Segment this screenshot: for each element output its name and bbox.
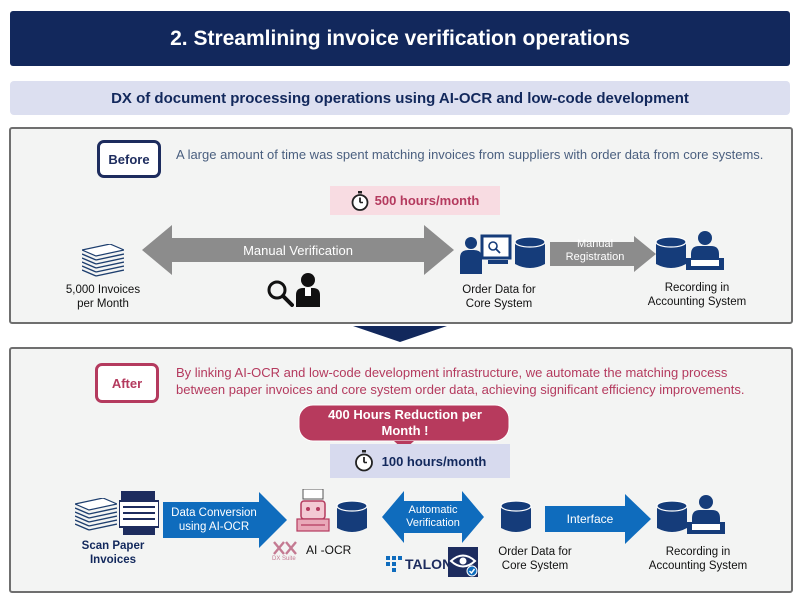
after-description: By linking AI-OCR and low-code developme… xyxy=(176,365,745,397)
database-icon xyxy=(500,500,532,534)
manual-registration-label: Manual Registration xyxy=(552,238,638,264)
before-order-data-line1: Order Data for xyxy=(462,284,536,296)
invoices-label-line1: 5,000 Invoices xyxy=(65,284,141,296)
dx-suite-text: DX Suite xyxy=(272,556,296,562)
after-time-pill: 100 hours/month xyxy=(330,444,510,478)
reduction-text: 400 Hours Reduction per Month ! xyxy=(300,407,510,439)
laptop-person-icon xyxy=(687,494,725,534)
ocr-robot-icon xyxy=(293,489,333,533)
talon-logo-mark xyxy=(386,556,404,574)
automatic-line2: Verification xyxy=(406,517,460,529)
interface-label: Interface xyxy=(566,512,614,526)
before-time-text: 500 hours/month xyxy=(374,193,480,208)
manual-registration-line2: Registration xyxy=(565,251,625,263)
page-subtitle: DX of document processing operations usi… xyxy=(10,81,790,115)
stopwatch-icon xyxy=(351,190,369,211)
ai-ocr-text: AI -OCR xyxy=(306,543,352,557)
before-order-data-label: Order Data for Core System xyxy=(444,283,554,311)
scan-label-line2: Invoices xyxy=(89,554,137,566)
paper-stack-icon xyxy=(82,244,124,278)
person-icon xyxy=(295,271,321,307)
interface-arrow xyxy=(545,494,651,544)
automatic-line1: Automatic xyxy=(408,504,458,516)
data-conversion-line2: using AI-OCR xyxy=(178,521,250,533)
after-recording-line1: Recording in xyxy=(665,546,731,558)
before-time-pill: 500 hours/month xyxy=(330,186,500,215)
automatic-verification-label: Automatic Verification xyxy=(394,504,472,530)
manual-registration-line1: Manual xyxy=(576,238,614,250)
database-icon xyxy=(514,236,546,270)
before-recording-label: Recording in Accounting System xyxy=(636,281,758,309)
before-recording-line1: Recording in xyxy=(664,282,730,294)
after-order-data-line1: Order Data for xyxy=(498,546,572,558)
talon-text: TALON xyxy=(405,556,453,572)
computer-person-icon xyxy=(460,234,512,274)
after-recording-label: Recording in Accounting System xyxy=(636,545,760,573)
eye-check-icon xyxy=(448,547,478,577)
page-title: 2. Streamlining invoice verification ope… xyxy=(10,11,790,66)
stopwatch-icon xyxy=(354,450,374,472)
database-icon xyxy=(655,236,687,270)
laptop-person-icon xyxy=(686,230,724,270)
scan-label-line1: Scan Paper xyxy=(81,540,145,552)
data-conversion-line1: Data Conversion xyxy=(171,507,257,519)
manual-verification-arrow xyxy=(142,225,454,275)
after-time-text: 100 hours/month xyxy=(381,453,487,469)
dx-suite-logo xyxy=(272,540,300,556)
scanner-icon xyxy=(119,491,159,535)
after-order-data-label: Order Data for Core System xyxy=(480,545,590,573)
invoices-label: 5,000 Invoices per Month xyxy=(55,283,151,311)
before-description: A large amount of time was spent matchin… xyxy=(176,147,764,162)
data-conversion-arrow xyxy=(163,492,287,548)
before-badge: Before xyxy=(97,140,161,178)
reduction-line1: 400 Hours Reduction per xyxy=(328,407,482,422)
scan-label: Scan Paper Invoices xyxy=(68,539,158,567)
invoices-label-line2: per Month xyxy=(77,298,129,310)
reduction-line2: Month ! xyxy=(381,423,429,438)
manual-registration-arrow xyxy=(550,236,656,272)
database-icon xyxy=(336,500,368,534)
manual-verification-label: Manual Verification xyxy=(243,243,353,258)
paper-stack-icon xyxy=(75,498,117,532)
before-order-data-line2: Core System xyxy=(465,298,533,310)
before-recording-line2: Accounting System xyxy=(647,296,747,308)
automatic-verification-arrow xyxy=(382,491,484,543)
database-icon xyxy=(656,500,688,534)
magnifier-icon xyxy=(266,279,294,307)
down-chevron-icon xyxy=(353,326,447,342)
reduction-callout xyxy=(298,404,510,450)
after-order-data-line2: Core System xyxy=(501,560,569,572)
after-badge: After xyxy=(95,363,159,403)
data-conversion-label: Data Conversion using AI-OCR xyxy=(165,506,263,534)
after-recording-line2: Accounting System xyxy=(648,560,748,572)
